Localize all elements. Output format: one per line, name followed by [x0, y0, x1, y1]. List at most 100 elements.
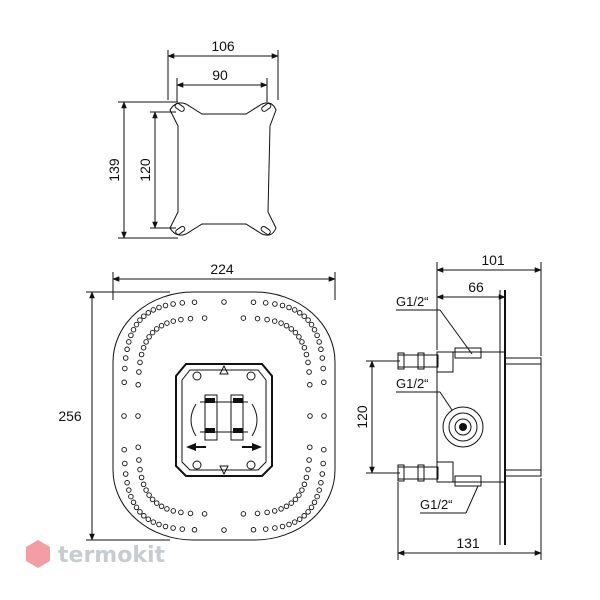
membrane-hole [264, 509, 270, 516]
membrane-hole [308, 504, 315, 511]
membrane-hole [305, 466, 311, 473]
membrane-hole [201, 511, 208, 517]
membrane-hole [136, 369, 142, 375]
membrane-hole [288, 500, 295, 506]
membrane-hole [283, 503, 290, 510]
membrane-hole [254, 510, 261, 517]
membrane-hole [279, 523, 286, 530]
front-view: 224 256 [58, 261, 336, 541]
membrane-hole [301, 344, 308, 351]
membrane-hole [272, 301, 278, 307]
membrane-hole [138, 474, 145, 481]
membrane-hole [299, 487, 305, 493]
membrane-hole [271, 508, 278, 514]
mounting-plate-view: 106 90 139 120 [106, 38, 279, 239]
membrane-hole [305, 317, 311, 323]
membrane-hole [135, 413, 141, 419]
inlet-pipe-top [397, 352, 439, 370]
membrane-hole [306, 457, 312, 463]
membrane-hole [121, 379, 127, 386]
valve-body-outline [175, 363, 273, 477]
membrane-hole [320, 365, 326, 372]
membrane-hole [136, 457, 142, 463]
membrane-hole [156, 304, 162, 311]
membrane-hole [316, 339, 322, 345]
dim-pipe-spacing: 120 [354, 405, 370, 429]
membrane-hole [319, 355, 326, 361]
membrane-hole [318, 346, 324, 353]
membrane-hole [150, 519, 157, 525]
membrane-hole [286, 521, 292, 528]
membrane-hole [278, 506, 284, 512]
dim-width-inner: 90 [212, 67, 228, 83]
membrane-hole [314, 332, 320, 339]
membrane-hole [145, 310, 152, 316]
membrane-hole [262, 526, 269, 532]
dim-height-outer: 139 [106, 158, 122, 182]
membrane-hole [126, 487, 132, 493]
membrane-hole [321, 413, 327, 419]
membrane-hole [187, 510, 194, 517]
watermark-text: termokit [58, 543, 165, 568]
dim-depth-top: 101 [481, 252, 505, 268]
membrane-hole [170, 508, 177, 514]
membrane-hole [308, 321, 315, 328]
membrane-hole [283, 322, 290, 329]
membrane-hole [164, 320, 170, 326]
membrane-hole [303, 351, 310, 358]
membrane-hole [135, 382, 141, 388]
membrane-hole [191, 527, 198, 533]
membrane-hole [221, 527, 227, 533]
membrane-hole [164, 506, 170, 512]
membrane-hole [137, 317, 143, 323]
membrane-hole [130, 499, 137, 506]
membrane-hole [305, 359, 311, 366]
membrane-hole [162, 302, 169, 309]
membrane-hole [143, 487, 149, 493]
membrane-hole [292, 329, 299, 336]
membrane-hole [262, 300, 269, 306]
membrane-hole [124, 346, 130, 353]
membrane-hole [146, 492, 152, 498]
membrane-hole [314, 493, 320, 500]
membrane-hole [149, 329, 156, 336]
membrane-hole [301, 313, 307, 319]
membrane-hole [187, 315, 194, 322]
membrane-hole [153, 326, 160, 332]
membrane-hole [254, 315, 261, 322]
central-outlet [442, 406, 484, 448]
membrane-hole [319, 471, 326, 477]
dim-depth-bottom: 131 [456, 535, 480, 551]
inlet-pipe-bottom [397, 464, 439, 482]
membrane-hole [271, 318, 278, 324]
membrane-hole [250, 527, 257, 533]
rear-housing [504, 357, 542, 477]
membrane-hole [170, 525, 176, 531]
membrane-hole [153, 500, 160, 506]
membrane-hole [124, 479, 130, 486]
membrane-hole [320, 460, 326, 467]
membrane-hole [140, 344, 147, 351]
port-label-middle: G1/2“ [396, 376, 429, 391]
membrane-hole [121, 413, 127, 419]
membrane-hole [279, 302, 286, 309]
hole-ring-inner [135, 315, 313, 517]
membrane-hole [158, 503, 165, 510]
membrane-hole [137, 359, 143, 366]
termokit-logo-icon [26, 540, 50, 568]
membrane-hole [296, 310, 303, 316]
membrane-hole [292, 496, 299, 503]
mounting-slots [174, 102, 272, 235]
membrane-hole [122, 355, 129, 361]
membrane-hole [240, 315, 247, 321]
membrane-hole [141, 313, 147, 319]
membrane-hole [128, 493, 134, 500]
membrane-hole [306, 369, 312, 375]
membrane-hole [301, 513, 307, 519]
membrane-hole [321, 379, 327, 386]
membrane-hole [296, 516, 303, 522]
membrane-hole [126, 339, 132, 345]
membrane-hole [307, 382, 313, 388]
membrane-hole [145, 516, 152, 522]
membrane-hole [158, 322, 165, 329]
